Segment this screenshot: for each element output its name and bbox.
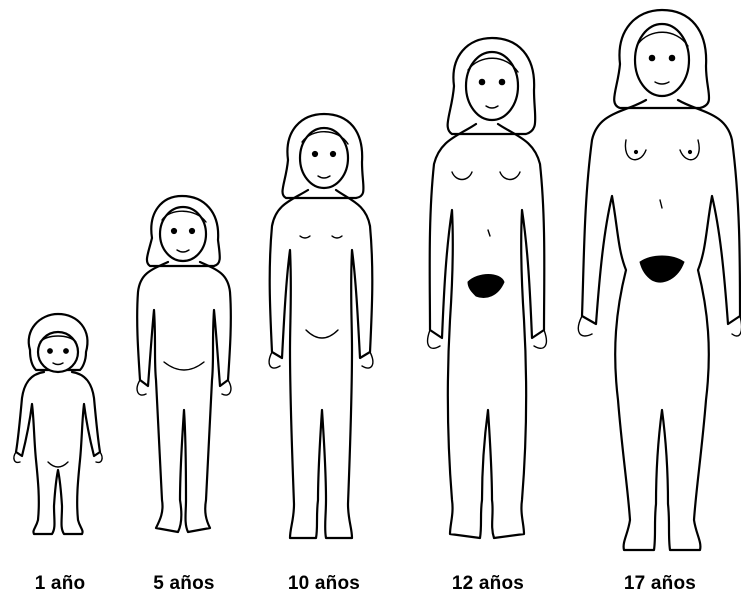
figure-age-5 xyxy=(137,196,231,532)
figure-age-10 xyxy=(269,114,373,538)
label-age-1: 1 año xyxy=(0,573,120,595)
label-age-12: 12 años xyxy=(428,573,548,595)
figure-age-17 xyxy=(578,10,741,550)
figure-age-12 xyxy=(428,38,547,538)
label-age-17: 17 años xyxy=(600,573,720,595)
label-age-10: 10 años xyxy=(264,573,384,595)
figure-age-1 xyxy=(14,314,102,534)
label-age-5: 5 años xyxy=(124,573,244,595)
